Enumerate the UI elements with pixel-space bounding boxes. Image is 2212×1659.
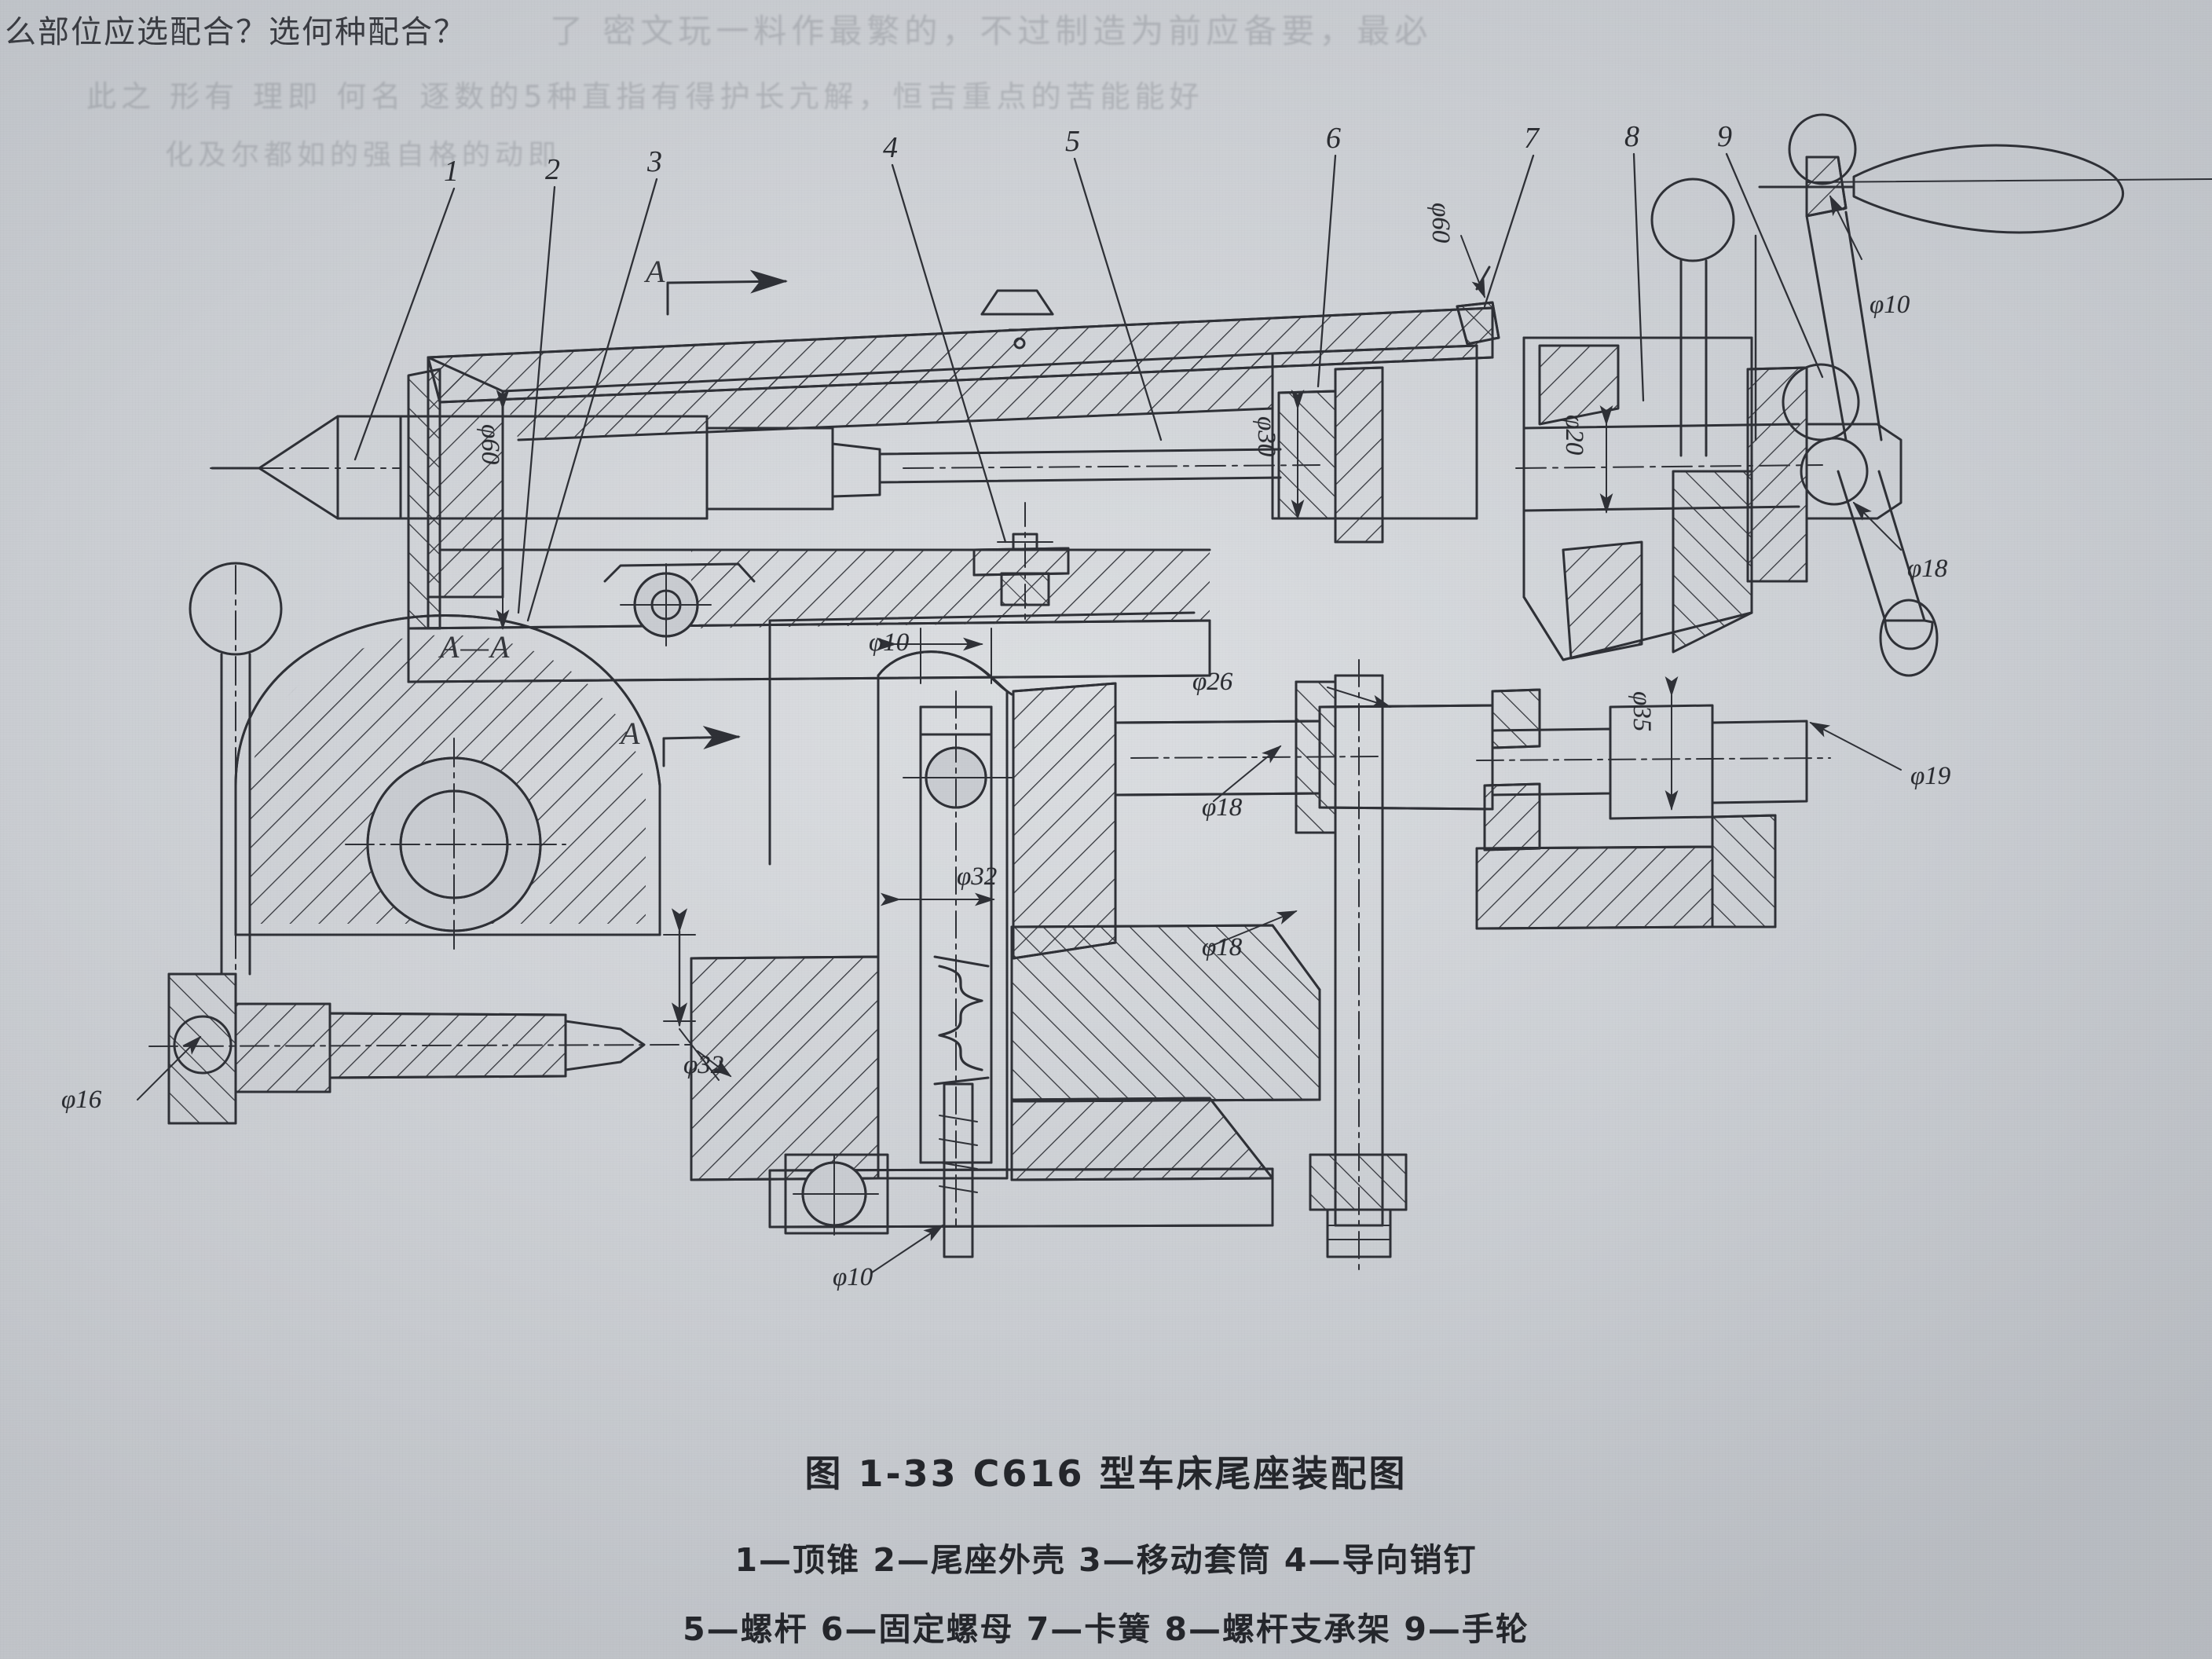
callout-number-1: 1 [444, 155, 459, 188]
dimension-phi60-left: φ60 [476, 424, 504, 465]
dimension-phi35: φ35 [1628, 691, 1656, 732]
dimension-phi19: φ19 [1910, 762, 1951, 790]
figure-legend-line-1: 1—顶锥 2—尾座外壳 3—移动套筒 4—导向销钉 [734, 1541, 1478, 1579]
callout-number-5: 5 [1065, 125, 1080, 158]
figure-legend-line-2: 5—螺杆 6—固定螺母 7—卡簧 8—螺杆支承架 9—手轮 [683, 1610, 1529, 1648]
callout-number-8: 8 [1624, 120, 1639, 153]
callout-number-7: 7 [1524, 122, 1539, 155]
callout-number-4: 4 [883, 131, 898, 164]
dimension-phi26: φ26 [1192, 668, 1233, 696]
dimension-phi10-bottom: φ10 [833, 1263, 873, 1291]
dimension-phi32-section: φ32 [683, 1051, 724, 1079]
dimension-phi20: φ20 [1560, 415, 1588, 456]
dimension-phi32-mid: φ32 [957, 862, 998, 891]
ghost-text-line-3: 化及尔都如的强自格的动即 [165, 139, 562, 171]
figure-title: 图 1-33 C616 型车床尾座装配图 [804, 1452, 1408, 1495]
dimension-phi18-lower: φ18 [1202, 933, 1243, 961]
dimension-phi18-wheel: φ18 [1907, 555, 1948, 583]
dimension-phi60-top: φ60 [1426, 203, 1455, 244]
ghost-text-line-1: 了 密文玩一料作最繁的，不过制造为前应备要，最必 [550, 12, 1433, 50]
dimension-phi18-shaft: φ18 [1202, 793, 1243, 822]
page-top-text: 么部位应选配合？选何种配合？ [5, 14, 467, 50]
dimension-phi16: φ16 [61, 1086, 102, 1114]
dimension-phi10-handle: φ10 [1870, 291, 1910, 319]
callout-number-6: 6 [1326, 122, 1341, 155]
callout-number-3: 3 [647, 145, 662, 178]
dimension-phi10-pin: φ10 [869, 628, 910, 657]
ghost-text-line-2: 此之 形有 理即 何名 逐数的5种直指有得护长亢解，恒吉重点的苦能能好 [86, 79, 1204, 114]
section-arrow-label-bottom: A [621, 716, 642, 751]
section-view-label: A—A [440, 629, 511, 665]
dimension-phi30: φ30 [1252, 416, 1280, 457]
section-arrow-label-top: A [646, 254, 667, 289]
callout-number-2: 2 [545, 153, 560, 186]
callout-number-9: 9 [1717, 120, 1732, 153]
